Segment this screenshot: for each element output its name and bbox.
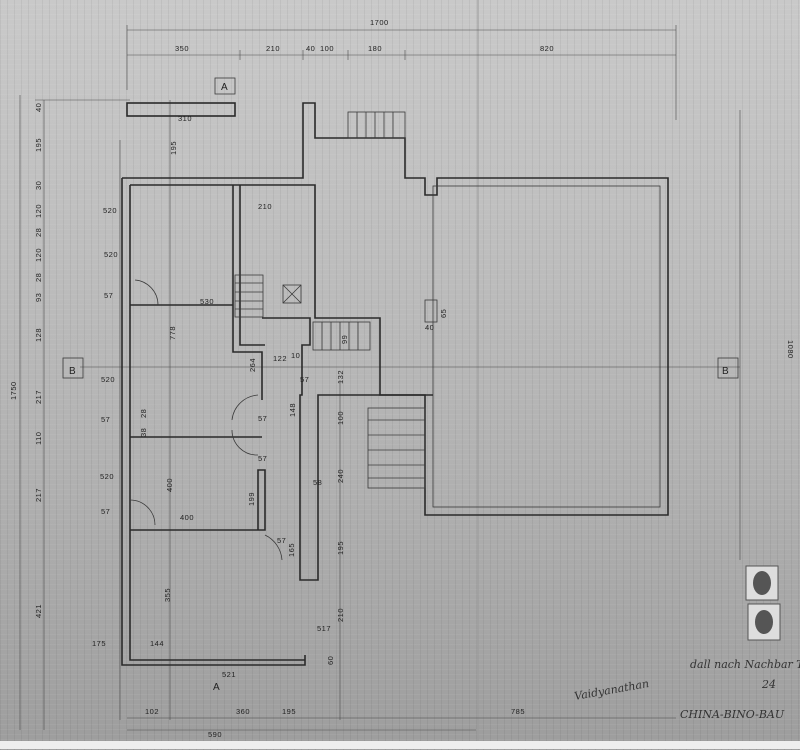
dim-label: 28 (139, 409, 148, 418)
dim-label: 132 (336, 370, 345, 384)
section-mark-a-bottom: A (213, 682, 220, 693)
courtyard (432, 185, 661, 508)
dim-label: 520 (103, 206, 117, 215)
dim-label: 57 (300, 375, 309, 384)
section-mark-a-top: A (221, 82, 228, 93)
dim-label: 210 (336, 608, 345, 622)
dim-label: 820 (540, 44, 554, 53)
dim-label: 57 (258, 454, 267, 463)
dim-label: 122 (273, 354, 287, 363)
dim-label: 57 (258, 414, 267, 423)
dim-label: 120 (34, 248, 43, 262)
dim-label: 10 (291, 351, 300, 360)
dim-label: 521 (222, 670, 236, 679)
dim-label: 100 (320, 44, 334, 53)
dim-label: 310 (178, 114, 192, 123)
dim-label: 785 (511, 707, 525, 716)
section-marks: A A B B (62, 77, 739, 693)
dim-label: 350 (175, 44, 189, 53)
handwritten-note: 24 (761, 678, 776, 691)
dim-label: 93 (34, 293, 43, 302)
dim-label: 99 (340, 335, 349, 344)
dim-label: 264 (248, 358, 257, 372)
beam (126, 102, 236, 117)
dim-label: 40 (306, 44, 315, 53)
dim-label: 57 (277, 536, 286, 545)
dim-label: 517 (317, 624, 331, 633)
dim-label: 38 (139, 428, 148, 437)
stairs (234, 111, 426, 489)
dim-label: 195 (34, 138, 43, 152)
dim-label: 57 (101, 507, 110, 516)
dim-label: 400 (180, 513, 194, 522)
dim-label: 148 (288, 403, 297, 417)
dim-label: 217 (34, 488, 43, 502)
door-swings (129, 279, 283, 561)
dim-label: 58 (313, 478, 322, 487)
dim-label: 175 (92, 639, 106, 648)
dim-label: 1750 (9, 381, 18, 400)
dim-label: 120 (34, 204, 43, 218)
dim-label: 40 (425, 323, 434, 332)
dim-label: 355 (163, 588, 172, 602)
dim-label: 530 (200, 297, 214, 306)
dimension-lines (19, 25, 741, 731)
dim-label: 60 (326, 656, 335, 665)
dim-label: 102 (145, 707, 159, 716)
handwritten-notes: dall nach Nachbar Tasp 24 Vaidyanathan C… (573, 658, 800, 721)
dim-label: 128 (34, 328, 43, 342)
dim-label: 520 (101, 375, 115, 384)
dim-label: 778 (168, 326, 177, 340)
dim-label: 28 (34, 228, 43, 237)
dim-label: 217 (34, 390, 43, 404)
signature: Vaidyanathan (573, 677, 650, 703)
bottom-dimensions: 1080 102 360 40 195 785 590 (145, 340, 795, 739)
dim-label: 421 (34, 604, 43, 618)
dim-label: 520 (104, 250, 118, 259)
dim-label: 210 (258, 202, 272, 211)
dim-label: 28 (34, 273, 43, 282)
dim-label: 110 (34, 432, 43, 445)
dim-label: 57 (101, 415, 110, 424)
dim-label: 57 (104, 291, 113, 300)
dim-label: 1080 (786, 340, 795, 359)
dim-label: 199 (247, 492, 256, 506)
walls (121, 102, 669, 666)
dim-label: 360 (236, 707, 250, 716)
window-dimensions: 520 520 57 520 57 520 57 175 (92, 206, 118, 648)
shaft (282, 284, 302, 304)
dim-label: 1700 (370, 18, 389, 27)
dim-label: 30 (34, 181, 43, 190)
section-mark-b-left: B (69, 366, 76, 377)
dim-label: 400 (165, 478, 174, 492)
revenue-stamps (745, 565, 781, 641)
section-mark-b-right: B (722, 366, 729, 377)
dim-label: 210 (266, 44, 280, 53)
dim-label: 165 (287, 543, 296, 557)
handwritten-note: CHINA-BINO-BAU (680, 708, 785, 721)
dim-label: 195 (169, 141, 178, 155)
dim-label: 40 (34, 103, 43, 112)
dim-label: 100 (336, 411, 345, 425)
dim-label: 195 (336, 541, 345, 555)
left-dimensions: 1750 40 195 30 120 28 120 28 93 128 217 … (9, 103, 43, 618)
dim-label: 65 (439, 309, 448, 318)
dim-label: 195 (282, 707, 296, 716)
top-dimensions: 1700 350 210 40 100 180 820 (175, 18, 554, 53)
dim-label: 520 (100, 472, 114, 481)
interior-dimensions: 310 195 210 530 778 264 122 10 57 132 99… (139, 114, 448, 679)
dim-label: 180 (368, 44, 382, 53)
handwritten-note: dall nach Nachbar Tasp (690, 658, 800, 671)
dim-label: 240 (336, 469, 345, 483)
dim-label: 590 (208, 730, 222, 739)
column (424, 299, 438, 323)
dim-label: 144 (150, 639, 164, 648)
